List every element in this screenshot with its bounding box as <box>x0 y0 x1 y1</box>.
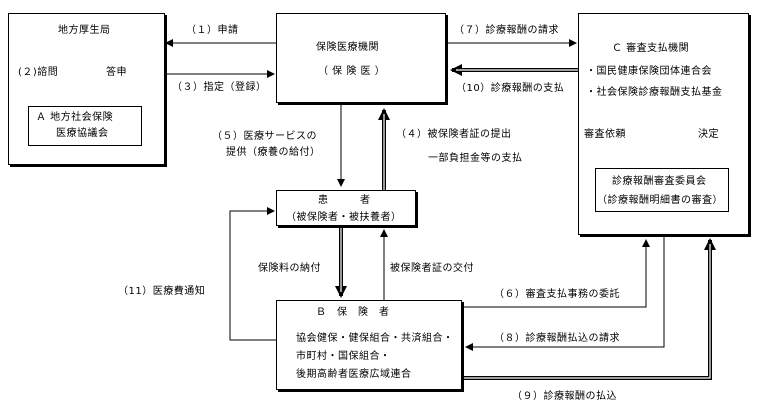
council-box <box>28 106 142 146</box>
review-committee-line1: 診療報酬審査委員会 <box>612 176 707 187</box>
medical-institution-line1: 保険医療機関 <box>316 42 379 53</box>
patient-line1: 患 者 <box>318 195 371 206</box>
flow-f1-label: （１）申請 <box>186 25 239 36</box>
medical-institution-box <box>276 13 446 103</box>
medical-institution-line2: （ 保 険 医 ） <box>318 66 386 77</box>
premium-label: 保険料の納付 <box>258 263 321 274</box>
decision-label: 決定 <box>698 129 719 140</box>
flow-f8-label: （８）診療報酬払込の請求 <box>494 333 620 344</box>
card-issue-label: 被保険者証の交付 <box>390 263 474 274</box>
insurer-line3: 後期高齢者医療広域連合 <box>296 369 412 380</box>
arrow-f9-gap <box>464 244 711 379</box>
insurer-box <box>276 300 462 390</box>
review-agency-member1: ・国民健康保険団体連合会 <box>586 66 712 77</box>
reply-label: 答申 <box>106 67 127 78</box>
flow-f9-label: （９）診療報酬の払込 <box>512 391 617 402</box>
flow-f3-label: （３）指定（登録） <box>172 82 267 93</box>
arrow-f8 <box>465 237 665 351</box>
arrow-f9 <box>464 238 716 380</box>
review-committee-line2: （診療報酬明細書の審査） <box>597 195 723 206</box>
patient-line2: （被保険者・被扶養者） <box>286 212 402 223</box>
insurer-line2: 市町村・国保組合・ <box>296 351 391 362</box>
review-request-label: 審査依頼 <box>584 129 626 140</box>
insurer-title: Ｂ 保 険 者 <box>316 307 390 318</box>
regional-bureau-title: 地方厚生局 <box>58 25 111 36</box>
flow-f7-label: （７）診療報酬の請求 <box>454 25 559 36</box>
review-agency-member2: ・社会保険診療報酬支払基金 <box>586 87 723 98</box>
flow-f10-label: （10）診療報酬の支払 <box>456 83 565 94</box>
flow-f5-label-a: （５）医療サービスの <box>212 131 317 142</box>
patient-box <box>276 190 416 226</box>
flow-f5-label-b: 提供（療養の給付） <box>226 147 321 158</box>
flow-f4-label-b: 一部負担金等の支払 <box>428 153 523 164</box>
insurer-line1: 協会健保・健保組合・共済組合・ <box>296 333 454 344</box>
flow-f6-label: （６）審査支払事務の委託 <box>494 289 620 300</box>
flow-f11-label: （11）医療費通知 <box>118 286 206 297</box>
review-agency-title: Ｃ 審査支払機関 <box>612 43 690 54</box>
flow-f4-label-a: （４）被保険者証の提出 <box>396 129 512 140</box>
council-line2: 医療協議会 <box>56 128 109 139</box>
arrow-f11 <box>229 207 276 341</box>
consult-label: (２)諮問 <box>18 67 59 78</box>
arrow-f6 <box>464 239 650 308</box>
review-committee-box <box>595 168 729 212</box>
council-line1: Ａ 地方社会保険 <box>36 112 114 123</box>
